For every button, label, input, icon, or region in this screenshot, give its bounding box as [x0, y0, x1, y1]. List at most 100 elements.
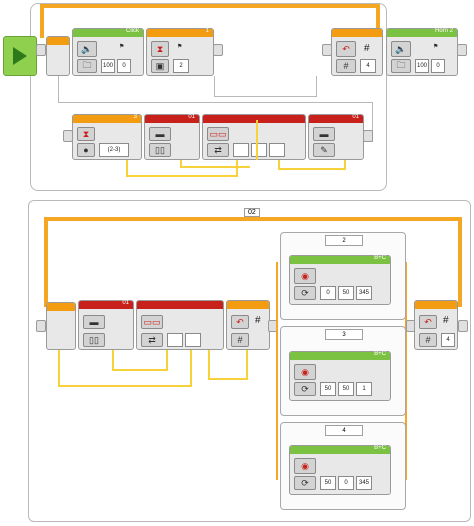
sound-volume[interactable]: 100 — [101, 59, 115, 73]
variable-name-1: 01 — [188, 114, 195, 120]
compare-input-a[interactable] — [167, 333, 183, 347]
data-wire — [112, 350, 114, 370]
sound-block-2[interactable]: Horn 2 🔈 🗀 100 0 ⚑ — [386, 28, 458, 76]
data-wire — [126, 175, 236, 177]
steering-value[interactable]: 0 — [320, 286, 336, 300]
degrees-value[interactable]: 345 — [356, 286, 372, 300]
start-block[interactable] — [3, 36, 37, 76]
loop-wire-left — [40, 4, 44, 38]
case-label: 3 — [342, 331, 346, 338]
switch-wire-right — [405, 262, 407, 480]
steering-value[interactable]: 50 — [320, 382, 336, 396]
motor-ports: B+C — [374, 255, 386, 261]
variable-name-2: 01 — [352, 114, 359, 120]
connector-plug — [458, 320, 468, 332]
touch-sensor-icon: ● — [77, 143, 95, 157]
data-wire — [180, 166, 250, 168]
move-tank-block[interactable]: B+C ◉ ⟳ 50 0 345 — [289, 445, 391, 495]
steering-value[interactable]: 50 — [320, 476, 336, 490]
data-wire — [190, 350, 192, 387]
loop-interrupt-block-3[interactable]: ↶ # # 4 — [414, 300, 458, 350]
flag-icon: ⚑ — [119, 44, 125, 50]
wait-block[interactable]: 1 ⧗ ▣ 2 ⚑ — [146, 28, 214, 76]
sound-block[interactable]: Click 🔈 🗀 100 0 ⚑ — [72, 28, 144, 76]
motor-ports: B+C — [374, 351, 386, 357]
variable-block-2[interactable]: 01 ▬ ✎ — [308, 114, 364, 160]
sequence-wire — [58, 102, 372, 103]
speed-value[interactable]: 0 — [338, 476, 354, 490]
connector-plug — [457, 44, 467, 56]
sound-file-name: Click — [126, 28, 139, 34]
speed-value[interactable]: 50 — [338, 382, 354, 396]
data-wire — [208, 350, 210, 380]
loop-interrupt-symbol: # — [364, 43, 370, 54]
compare-icon: ▭▭ — [141, 315, 163, 329]
connector-plug — [363, 130, 373, 142]
motor-ports: B+C — [374, 445, 386, 451]
speaker-icon: 🔈 — [391, 41, 411, 57]
sequence-wire — [58, 76, 59, 103]
variable-block-3[interactable]: 01 ▬ ▯▯ — [78, 300, 134, 350]
speaker-icon: 🔈 — [77, 41, 97, 57]
data-wire — [58, 385, 192, 387]
inner-wait-block[interactable]: 3 ⧗ ● (2-3) — [72, 114, 142, 160]
suitcase-icon: ▬ — [149, 127, 171, 141]
degrees-value[interactable]: 1 — [356, 382, 372, 396]
loop-start-2[interactable] — [46, 302, 76, 350]
flag-icon: ⚑ — [177, 44, 183, 50]
switch-wire-left — [276, 262, 278, 480]
loop-interrupt-value[interactable]: 4 — [360, 59, 376, 73]
case-tab-3[interactable]: 3 — [325, 329, 363, 340]
data-wire — [344, 160, 346, 170]
compare-result[interactable] — [269, 143, 285, 157]
motor-icon: ◉ — [294, 458, 316, 474]
data-wire — [236, 160, 238, 177]
loop-interrupt-block[interactable]: ↶ # # 4 — [331, 28, 383, 76]
switch-case-3[interactable]: 3 B+C ◉ ⟳ 50 50 1 — [280, 326, 406, 416]
motor-icon: ◉ — [294, 268, 316, 284]
sound-file-name-2: Horn 2 — [434, 28, 453, 34]
compare-icon: ▭▭ — [207, 127, 229, 141]
rotation-icon: ⟳ — [294, 286, 316, 300]
speed-value[interactable]: 50 — [338, 286, 354, 300]
connector-plug — [36, 44, 46, 56]
sequence-wire — [214, 96, 316, 97]
degrees-value[interactable]: 345 — [356, 476, 372, 490]
compare-block-2[interactable]: ▭▭ ⇄ — [136, 300, 224, 350]
case-label: 4 — [342, 427, 346, 434]
folder-icon: 🗀 — [391, 59, 411, 73]
compare-input-b[interactable] — [185, 333, 201, 347]
switch-case-4[interactable]: 4 B+C ◉ ⟳ 50 0 345 — [280, 422, 406, 510]
move-tank-block[interactable]: B+C ◉ ⟳ 0 50 345 — [289, 255, 391, 305]
loop-start[interactable] — [46, 36, 70, 76]
compare-input-a[interactable] — [233, 143, 249, 157]
loop-interrupt-block-2[interactable]: ↶ # # — [226, 300, 270, 350]
data-wire — [256, 120, 258, 160]
wait-value[interactable]: 2 — [173, 59, 189, 73]
play-icon — [13, 47, 27, 65]
connector-plug — [213, 44, 223, 56]
rotation-icon: ⟳ — [294, 476, 316, 490]
loop-interrupt-value[interactable]: 4 — [441, 333, 455, 347]
compare-block[interactable]: ▭▭ ⇄ — [202, 114, 306, 160]
loop-frame-1 — [30, 3, 387, 191]
sound-volume-2[interactable]: 100 — [415, 59, 429, 73]
switch-case-2[interactable]: 2 B+C ◉ ⟳ 0 50 345 — [280, 232, 406, 320]
sound-play-type-2[interactable]: 0 — [431, 59, 445, 73]
case-tab-2[interactable]: 2 — [325, 235, 363, 246]
inner-wait-value[interactable]: (2-3) — [99, 143, 129, 157]
loop-label[interactable]: 02 — [244, 208, 260, 217]
book-icon: ▯▯ — [149, 143, 171, 157]
loop-wire-right — [458, 217, 462, 307]
move-tank-block[interactable]: B+C ◉ ⟳ 50 50 1 — [289, 351, 391, 401]
case-tab-4[interactable]: 4 — [325, 425, 363, 436]
suitcase-icon: ▬ — [83, 315, 105, 329]
variable-block-1[interactable]: 01 ▬ ▯▯ — [144, 114, 200, 160]
loop-interrupt-symbol: # — [255, 315, 261, 326]
sound-play-type[interactable]: 0 — [117, 59, 131, 73]
data-wire — [208, 378, 248, 380]
rotation-icon: ⟳ — [294, 382, 316, 396]
data-wire — [278, 160, 280, 170]
connector-plug — [36, 320, 46, 332]
compare-input-b[interactable] — [251, 143, 267, 157]
